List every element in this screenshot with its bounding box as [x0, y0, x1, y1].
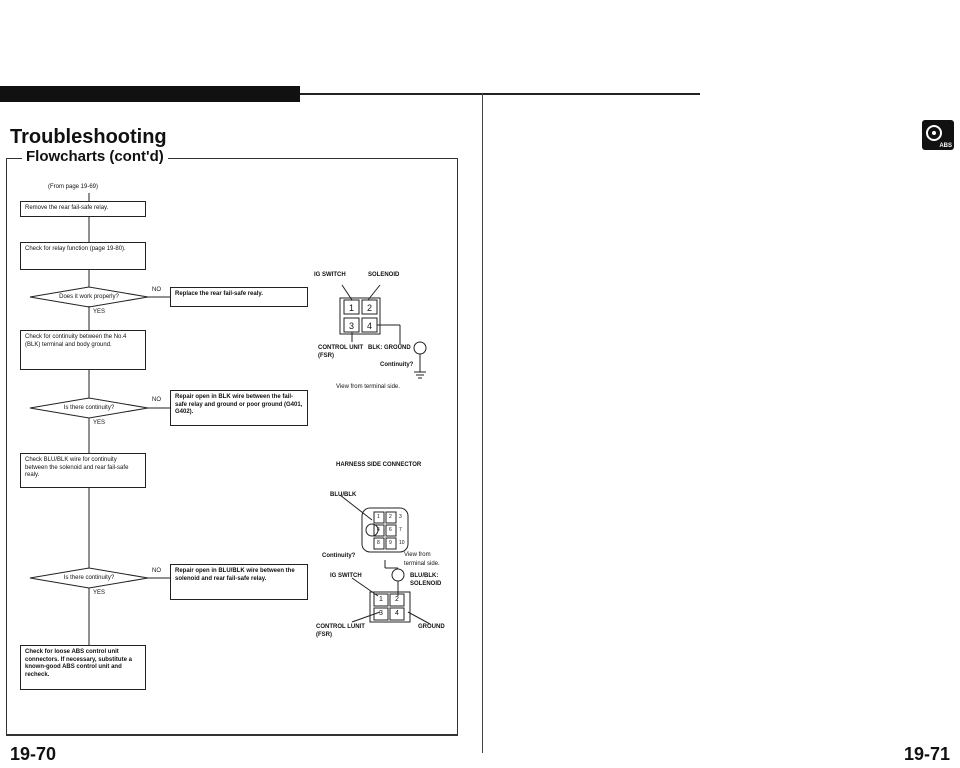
abs-badge-icon: ABS: [922, 120, 954, 150]
d2-pin-2: 2: [389, 514, 392, 520]
d1-ig-switch-label: IG SWITCH: [314, 272, 346, 278]
page-title: Troubleshooting: [10, 126, 167, 148]
d1-blk-ground-label: BLK: GROUND: [368, 345, 411, 351]
d2-pin-8: 8: [377, 540, 380, 546]
no-label-1: NO: [152, 287, 161, 293]
d3-solenoid-label: SOLENOID: [410, 581, 442, 587]
page-divider: [482, 93, 483, 753]
d1-fsr-label: (FSR): [318, 353, 334, 359]
d2-pin-1: 1: [377, 514, 380, 520]
d2-heading: HARNESS SIDE CONNECTOR: [336, 462, 422, 468]
d1-terminal-2: 2: [367, 303, 373, 313]
yes-label-2: YES: [93, 420, 106, 426]
decision-continuity-2: Is there continuity?: [63, 575, 115, 581]
d3-terminal-3: 3: [379, 610, 383, 617]
d1-continuity-label: Continuity?: [380, 362, 414, 368]
no-label-3: NO: [152, 568, 161, 574]
d1-terminal-1: 1: [349, 303, 355, 313]
yes-label-1: YES: [93, 309, 106, 315]
d3-terminal-1: 1: [379, 596, 383, 603]
d2-view-from: View from: [404, 552, 431, 558]
action-repair-blk-wire: Repair open in BLK wire between the fail…: [170, 390, 308, 426]
d3-control-unit-label: CONTROL LUNIT: [316, 624, 365, 630]
d2-pin-9: 9: [389, 540, 392, 546]
step-check-abs-connectors: Check for loose ABS control unit connect…: [20, 645, 146, 690]
d1-view-note: View from terminal side.: [336, 384, 400, 390]
d1-control-unit-label: CONTROL UNIT: [318, 345, 364, 351]
d2-pin-10: 10: [399, 540, 405, 546]
step-remove-relay: Remove the rear fail-safe relay.: [20, 201, 146, 217]
step-check-blu-blk-wire: Check BLU/BLK wire for continuity betwee…: [20, 453, 146, 488]
header-rule-line: [300, 93, 700, 95]
decision-continuity-1: Is there continuity?: [63, 405, 115, 411]
d2-blu-blk-label: BLU/BLK: [330, 492, 357, 498]
d3-terminal-2: 2: [395, 596, 399, 603]
d2-pin-3: 3: [399, 514, 402, 520]
from-page-label: (From page 19-69): [48, 184, 99, 190]
step-check-relay-function: Check for relay function (page 19-80).: [20, 242, 146, 270]
header-rule-bar: [0, 86, 300, 102]
action-replace-relay: Replace the rear fail-safe realy.: [170, 287, 308, 307]
yes-label-3: YES: [93, 590, 106, 596]
page-number-right: 19-71: [904, 744, 951, 764]
section-subtitle: Flowcharts (cont'd): [22, 148, 168, 165]
d2-pin-6: 6: [389, 527, 392, 533]
d2-pin-7: 7: [399, 527, 402, 533]
d3-ig-switch-label: IG SWITCH: [330, 573, 362, 579]
decision-works-properly: Does it work properly?: [59, 294, 119, 300]
brake-disc-icon: [926, 125, 942, 141]
d1-terminal-4: 4: [367, 321, 373, 331]
d1-terminal-3: 3: [349, 321, 355, 331]
action-repair-blu-blk-wire: Repair open in BLU/BLK wire between the …: [170, 564, 308, 600]
d2-terminal-side: terminal side.: [404, 561, 440, 567]
abs-badge-label: ABS: [939, 143, 952, 149]
d2-continuity-label: Continuity?: [322, 553, 356, 559]
step-check-continuity-no4: Check for continuity between the No.4 (B…: [20, 330, 146, 370]
d1-solenoid-label: SOLENOID: [368, 272, 400, 278]
flowchart-frame: [6, 158, 458, 736]
d3-fsr-label: (FSR): [316, 632, 332, 638]
page-number-left: 19-70: [10, 744, 57, 764]
d3-blu-blk-label: BLU/BLK:: [410, 573, 439, 579]
d3-terminal-4: 4: [395, 610, 399, 617]
section-heading: Flowcharts (cont'd): [4, 148, 460, 168]
d2-pin-4: 4: [377, 527, 380, 533]
d3-ground-label: GROUND: [418, 624, 445, 630]
no-label-2: NO: [152, 397, 161, 403]
